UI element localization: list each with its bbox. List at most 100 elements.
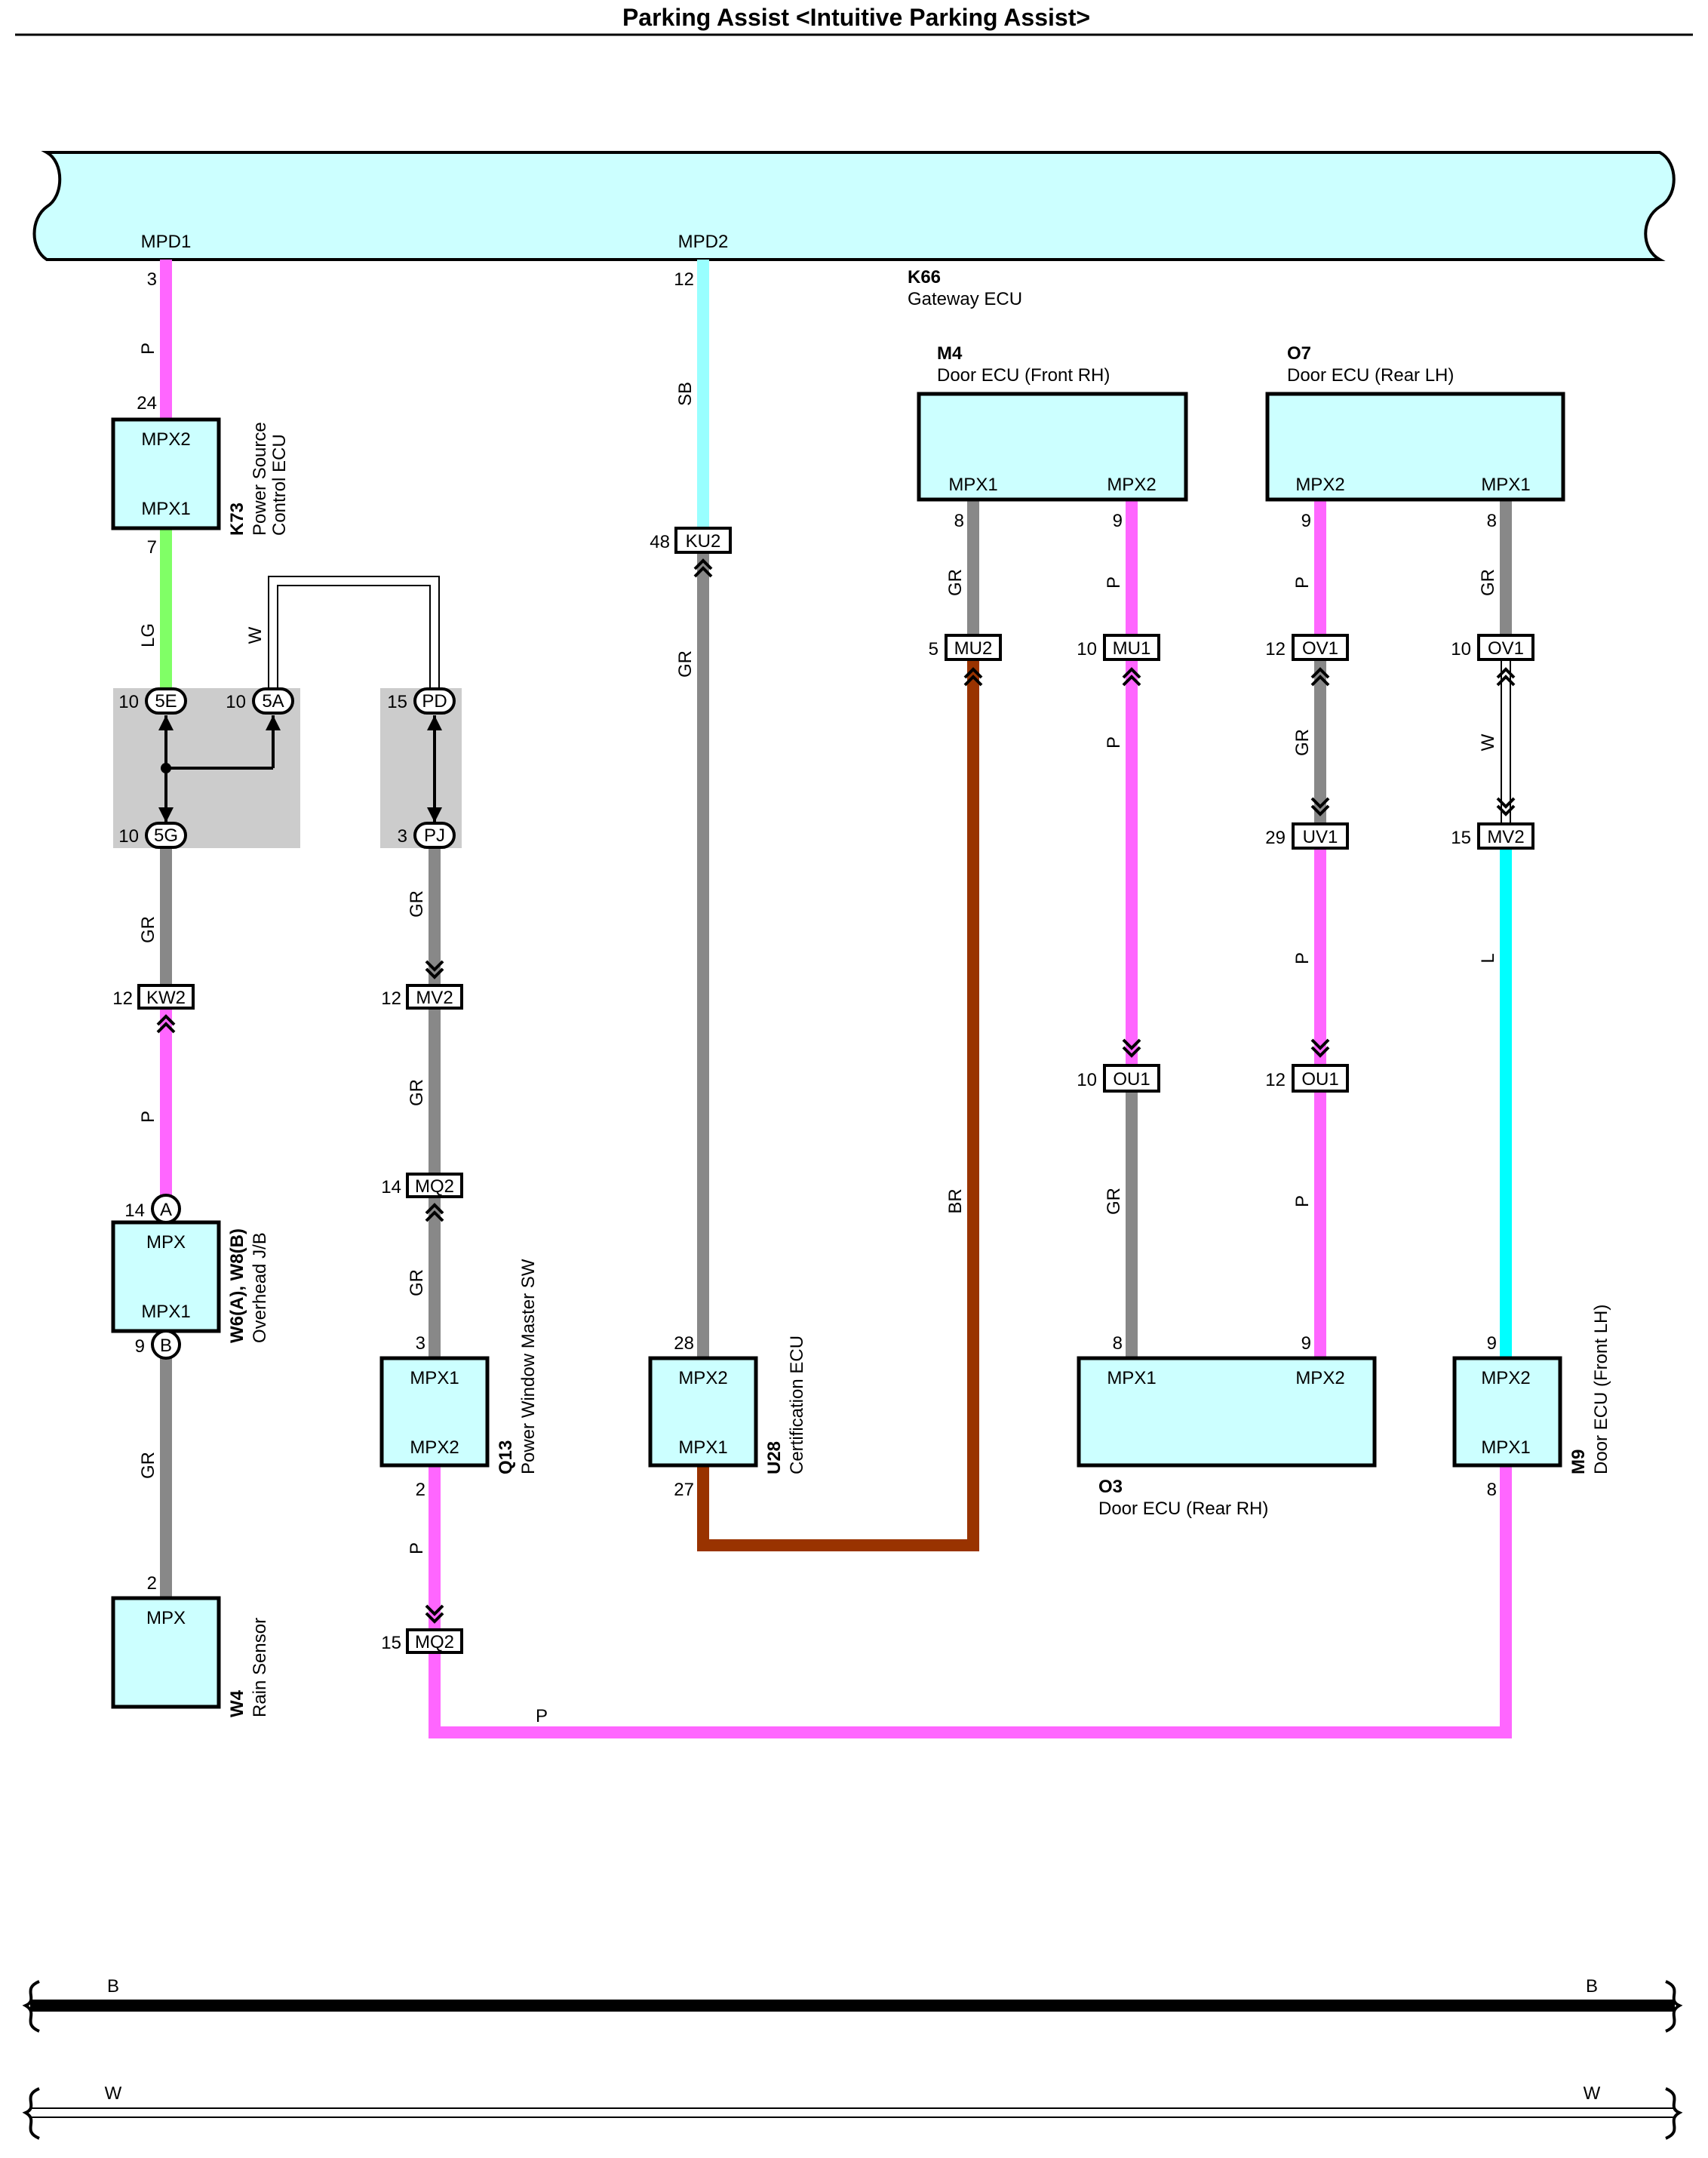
wire-color-label: GR [407, 890, 427, 918]
connector-label: B [160, 1336, 172, 1356]
gateway-ecu-box [32, 151, 1676, 261]
pin-number: 29 [1265, 828, 1286, 848]
pin-number: 10 [118, 826, 139, 847]
component-name: Power Window Master SW [518, 1259, 539, 1474]
pin-number: 15 [387, 692, 407, 712]
connector-label: MU1 [1113, 638, 1151, 659]
pin-number: 12 [674, 269, 694, 290]
component-name: Rain Sensor [250, 1618, 270, 1717]
connector-MV2 [1477, 822, 1534, 850]
connector-label: MU2 [954, 638, 993, 659]
component-name: Power Source [250, 422, 270, 536]
pin-name: MPX1 [948, 475, 997, 495]
wire-color-label: P [1104, 736, 1124, 749]
component-k73 [111, 417, 221, 530]
bus-label-w: W [105, 2083, 122, 2104]
connector-label: KW2 [146, 988, 186, 1008]
connector-MU1 [1103, 634, 1160, 661]
bus-label-w: W [1584, 2083, 1601, 2104]
pin-name: MPX2 [1295, 475, 1344, 495]
wire-color-label: GR [675, 650, 696, 678]
junction-arrow [427, 807, 442, 822]
component-o3 [1077, 1356, 1377, 1468]
connector-PD [413, 687, 456, 715]
pin-number: 14 [381, 1177, 401, 1197]
component-name: Door ECU (Rear RH) [1098, 1499, 1268, 1519]
junction-arrow [158, 807, 174, 822]
component-name: Door ECU (Front RH) [937, 365, 1110, 386]
connector-MU2 [945, 634, 1002, 661]
wire-color-label: GR [1478, 569, 1498, 596]
connector-label: 5A [262, 691, 284, 712]
pin-number: 27 [674, 1480, 694, 1500]
pin-number: 14 [124, 1200, 145, 1221]
component-code: K73 [227, 503, 247, 536]
wire-color-label: P [1292, 1195, 1313, 1207]
component-m4 [917, 392, 1188, 502]
wire-color-label: SB [675, 382, 696, 406]
pin-number: 9 [1113, 511, 1123, 531]
component-q13 [379, 1356, 490, 1468]
pin-number: 8 [1113, 1333, 1123, 1354]
connector-label: A [160, 1200, 172, 1220]
pin-number: 10 [226, 692, 246, 712]
pin-number: 10 [1077, 1070, 1097, 1090]
pin-number: 48 [650, 532, 670, 552]
connector-OV1 [1292, 634, 1349, 661]
wire-color-label: GR [138, 1452, 158, 1479]
connector-label: MQ2 [415, 1176, 454, 1197]
bus-label-b: B [1586, 1976, 1598, 1997]
connector-label: OU1 [1113, 1069, 1150, 1090]
bus-end-w-right [1665, 2087, 1683, 2140]
wire-color-label: GR [407, 1079, 427, 1106]
bus-end-b-left [22, 1980, 40, 2033]
pin-number: 28 [674, 1333, 694, 1354]
component-code: O3 [1098, 1477, 1123, 1497]
pin-name: MPX1 [141, 1302, 190, 1322]
pin-name: MPX1 [410, 1368, 459, 1388]
pin-number: 10 [118, 692, 139, 712]
connector-label: MV2 [1487, 827, 1524, 847]
wire-p-bottom [429, 1465, 1512, 1738]
wire-color-label: P [536, 1706, 548, 1726]
pin-number: 12 [1265, 1070, 1286, 1090]
pin-name: MPX2 [410, 1437, 459, 1458]
connector-label: OU1 [1301, 1069, 1338, 1090]
connector-label: PJ [424, 825, 445, 846]
pin-number: 15 [1451, 828, 1471, 848]
pin-number: 24 [137, 393, 157, 413]
gateway-name: Gateway ECU [908, 289, 1022, 309]
connector-label: KU2 [686, 531, 721, 552]
connector-KU2 [674, 527, 732, 554]
connector-label: OV1 [1488, 638, 1524, 659]
connector-MV2 [406, 984, 463, 1010]
junction-block-right [380, 688, 462, 848]
connector-label: 5E [155, 691, 177, 712]
component-name: Overhead J/B [250, 1232, 270, 1343]
wire-color-label: GR [407, 1269, 427, 1296]
component-code: U28 [764, 1441, 785, 1474]
connector-B [151, 1330, 181, 1360]
component-name: Certification ECU [787, 1336, 807, 1474]
wire-color-label: LG [138, 623, 158, 647]
wire-color-label: GR [1292, 729, 1313, 756]
connector-label: PD [422, 691, 447, 712]
pin-number: 9 [1301, 1333, 1311, 1354]
pin-number: 8 [1487, 1480, 1497, 1500]
connector-MQ2 [406, 1628, 463, 1654]
pin-name: MPX2 [1107, 475, 1156, 495]
connector-5A [252, 687, 294, 715]
component-u28 [648, 1356, 758, 1468]
connector-label: OV1 [1302, 638, 1338, 659]
wire-color-label: W [1478, 733, 1498, 751]
wire-color-label: GR [138, 916, 158, 943]
wire-color-label: P [1104, 576, 1124, 589]
connector-label: MV2 [416, 988, 453, 1008]
wire-color-label: P [138, 1111, 158, 1123]
pin-name: MPX1 [141, 499, 190, 519]
component-name: Control ECU [269, 434, 290, 536]
connector-OV1 [1477, 634, 1534, 661]
connector-MQ2 [406, 1173, 463, 1198]
wire-color-label: GR [1104, 1188, 1124, 1215]
